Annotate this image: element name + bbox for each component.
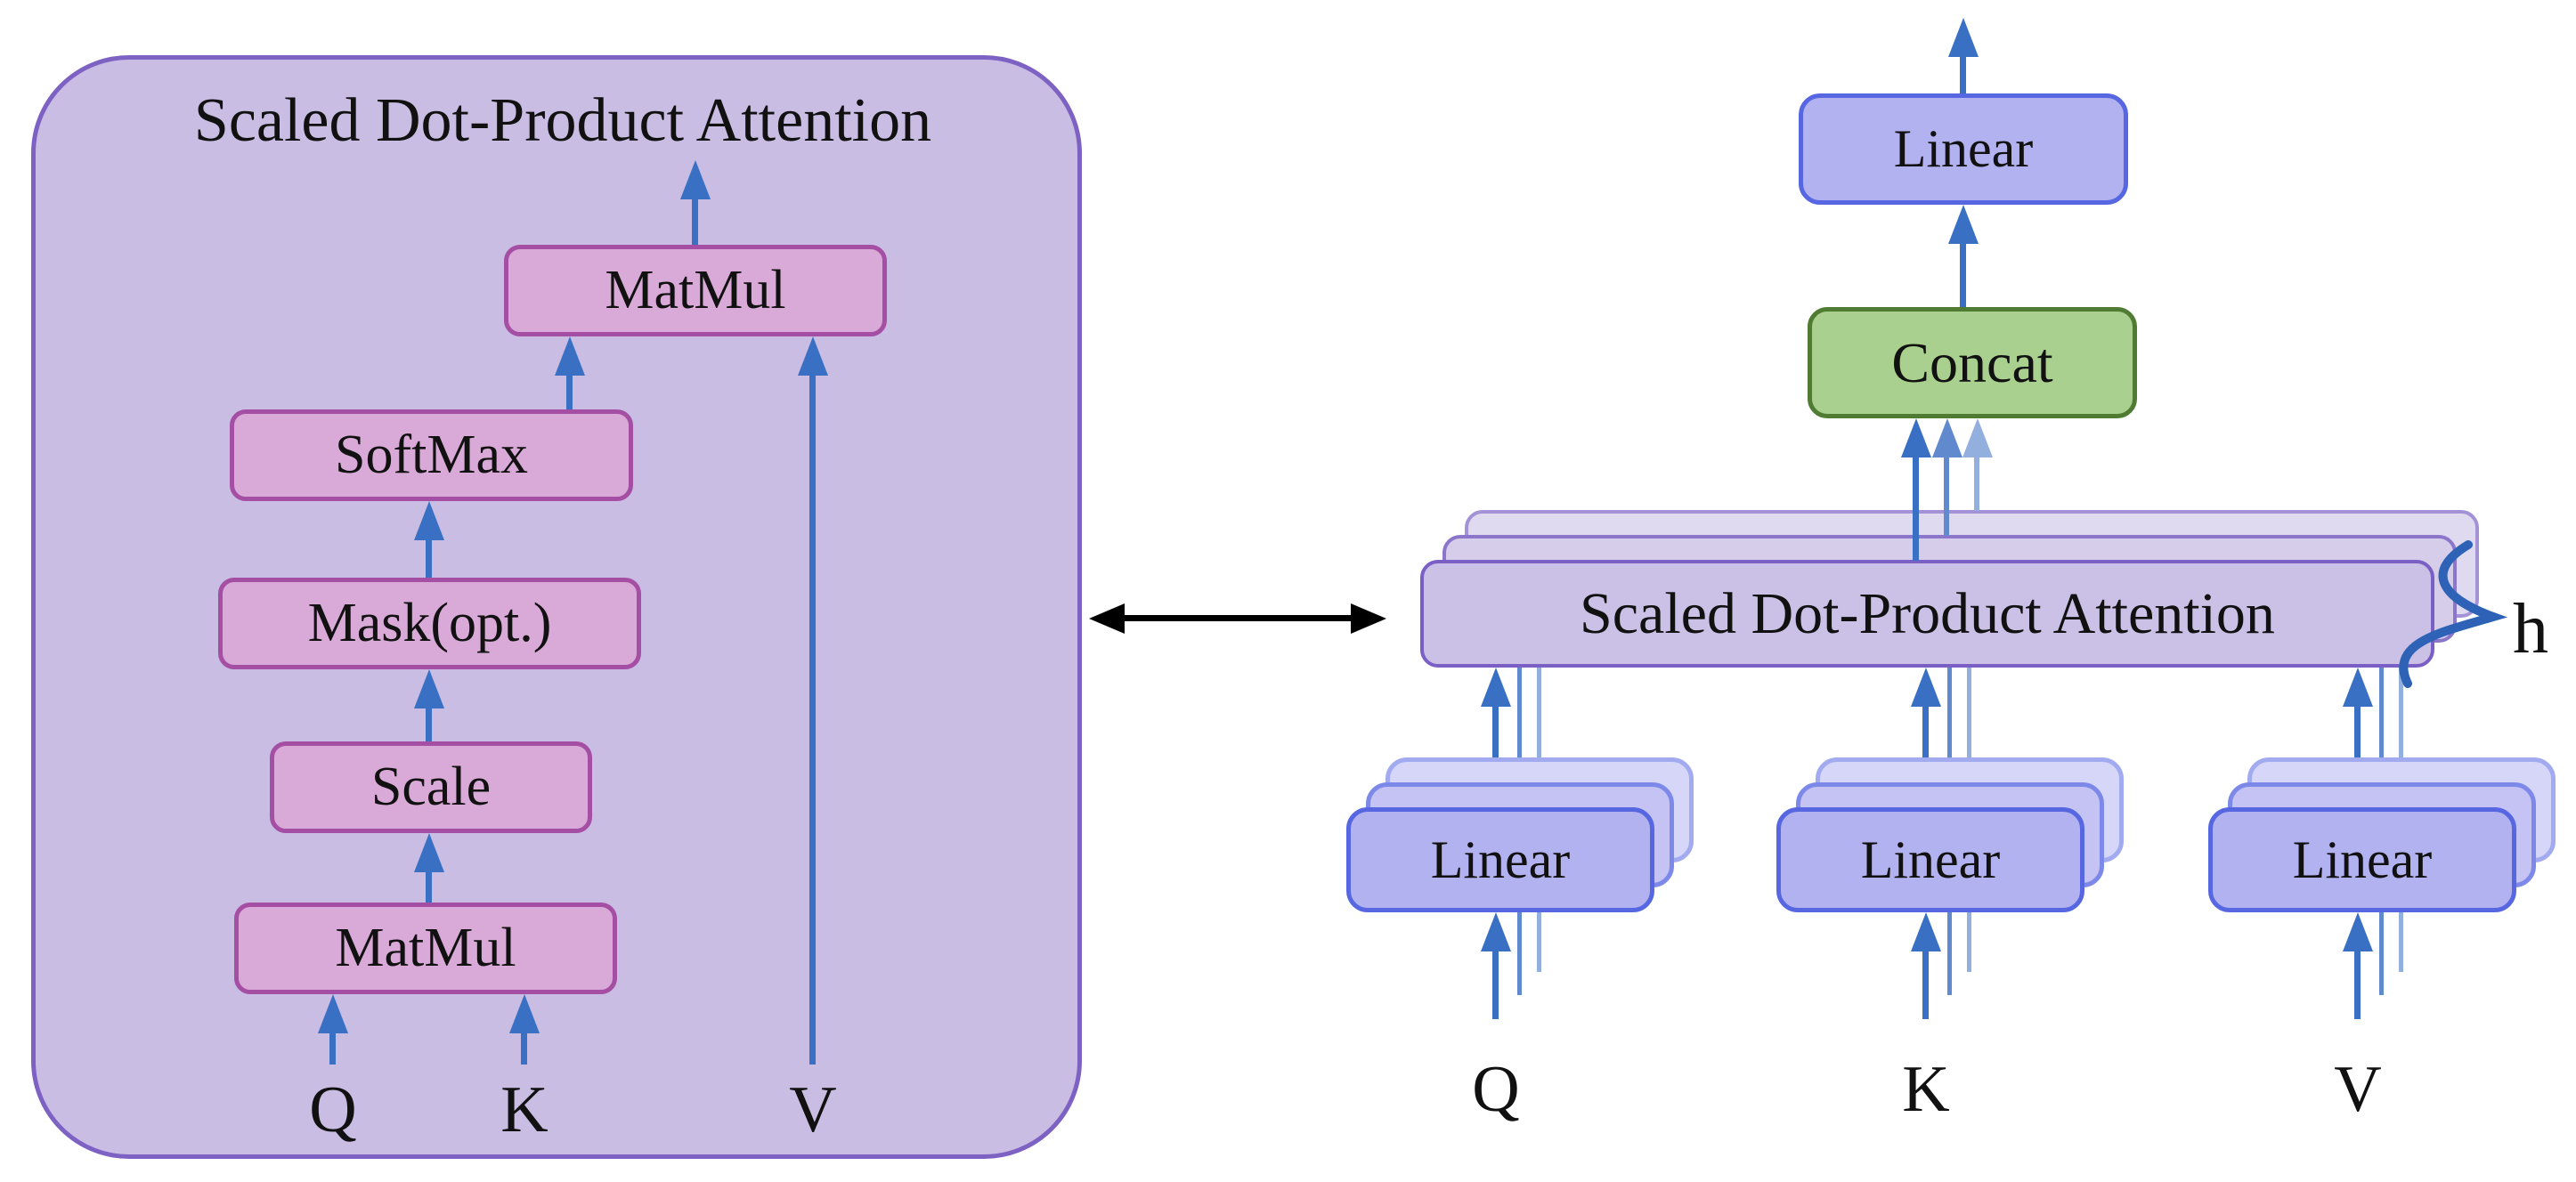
right-input-q-label: Q — [1472, 1053, 1520, 1126]
linear-k-box: Linear — [1776, 807, 2084, 912]
thin-line — [1967, 619, 1971, 757]
thin-line — [2379, 887, 2384, 995]
thin-line — [1517, 644, 1522, 782]
arrow-shaft — [426, 701, 432, 741]
double-arrow-line — [1115, 615, 1361, 621]
scale-box: Scale — [270, 741, 592, 833]
thin-line — [1967, 862, 1971, 972]
arrow-shaft — [426, 533, 432, 578]
brace-squiggle-icon — [2399, 540, 2508, 688]
arrow-shaft — [2354, 700, 2361, 807]
thin-line — [1947, 887, 1952, 995]
matmul-qk-box: MatMul — [234, 903, 617, 994]
double-arrow-left-icon — [1089, 603, 1125, 634]
thin-line — [1947, 644, 1952, 782]
right-input-v-label: V — [2334, 1053, 2382, 1126]
linear-q-box: Linear — [1346, 807, 1654, 912]
double-arrow-right-icon — [1351, 603, 1386, 634]
left-input-v-label: V — [789, 1073, 837, 1146]
attention-bar-front: Scaled Dot-Product Attention — [1420, 560, 2434, 668]
mask-box: Mask(opt.) — [218, 578, 641, 669]
arrow-shaft — [1922, 944, 1929, 1019]
output-linear-box: Linear — [1799, 93, 2128, 205]
arrow-shaft — [1913, 450, 1919, 561]
thin-line — [1537, 619, 1541, 757]
arrow-shaft — [1492, 944, 1499, 1019]
arrow-shaft — [329, 1026, 336, 1065]
matmul-output-box: MatMul — [504, 245, 887, 336]
arrow-shaft — [521, 1026, 527, 1065]
arrow-shaft — [692, 192, 698, 245]
arrow-shaft — [1960, 237, 1966, 307]
softmax-box: SoftMax — [230, 409, 633, 501]
arrow-shaft — [1974, 450, 1979, 511]
arrow-shaft — [1492, 700, 1499, 807]
arrow-shaft — [566, 368, 573, 409]
arrow-shaft — [1960, 50, 1966, 93]
left-panel-title: Scaled Dot-Product Attention — [193, 86, 932, 155]
thin-line — [2399, 862, 2403, 972]
right-input-k-label: K — [1902, 1053, 1950, 1126]
left-input-k-label: K — [500, 1073, 549, 1146]
arrow-shaft — [1944, 450, 1949, 536]
concat-box: Concat — [1808, 307, 2137, 418]
left-input-q-label: Q — [309, 1073, 357, 1146]
v-input-line — [809, 368, 816, 1065]
arrow-shaft — [426, 865, 432, 903]
arrow-shaft — [2354, 944, 2361, 1019]
thin-line — [1537, 862, 1541, 972]
thin-line — [2379, 644, 2384, 782]
arrow-shaft — [1922, 700, 1929, 807]
thin-line — [1517, 887, 1522, 995]
linear-v-box: Linear — [2208, 807, 2516, 912]
thin-line — [2399, 619, 2403, 757]
head-count-label: h — [2513, 590, 2548, 668]
